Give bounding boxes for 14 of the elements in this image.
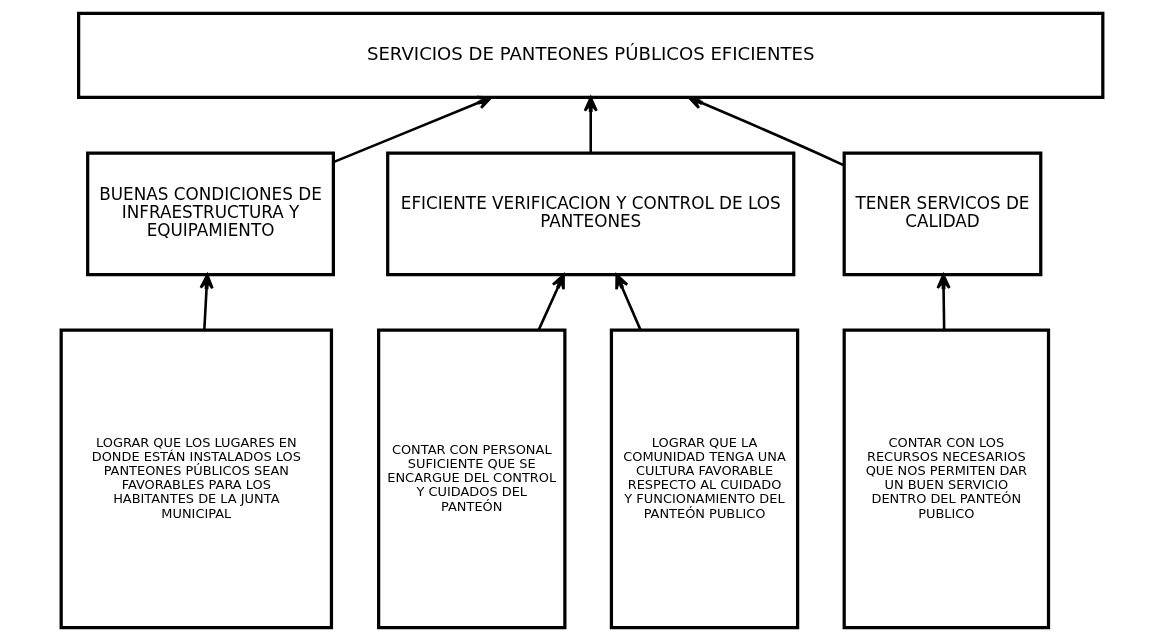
arrow — [936, 273, 951, 330]
arrow — [615, 273, 642, 331]
node-box: TENER SERVICOS DE CALIDAD — [842, 151, 1043, 277]
arrow — [332, 95, 493, 164]
node-box: SERVICIOS DE PANTEONES PÚBLICOS EFICIENTES — [77, 11, 1105, 100]
arrow — [537, 273, 565, 331]
node-box: CONTAR CON PERSONAL SUFICIENTE QUE SE ENCARGUE DEL CONTROL Y CUIDADOS DEL PANTEÓN — [377, 328, 567, 630]
node-box: EFICIENTE VERIFICACION Y CONTROL DE LOS PANTEONES — [386, 151, 796, 277]
node-box: LOGRAR QUE LOS LUGARES EN DONDE ESTÁN INSTALADOS LOS PANTEONES PÚBLICOS SEAN FAVORABLES PARA LOS HABITANTES DE LA JUNTA MUNICIPAL — [59, 328, 334, 630]
node-box: LOGRAR QUE LA COMUNIDAD TENGA UNA CULTURA FAVORABLE RESPECTO AL CUIDADO Y FUNCIONAMIENTO DEL PANTEÓN PUBLICO — [609, 328, 800, 630]
arrow — [583, 96, 598, 153]
node-box: BUENAS CONDICIONES DE INFRAESTRUCTURA Y EQUIPAMIENTO — [86, 151, 335, 277]
arrow — [199, 273, 214, 330]
node-box: CONTAR CON LOS RECURSOS NECESARIOS QUE NOS PERMITEN DAR UN BUEN SERVICIO DENTRO DEL PANTEÓN PUBLICO — [842, 328, 1051, 630]
